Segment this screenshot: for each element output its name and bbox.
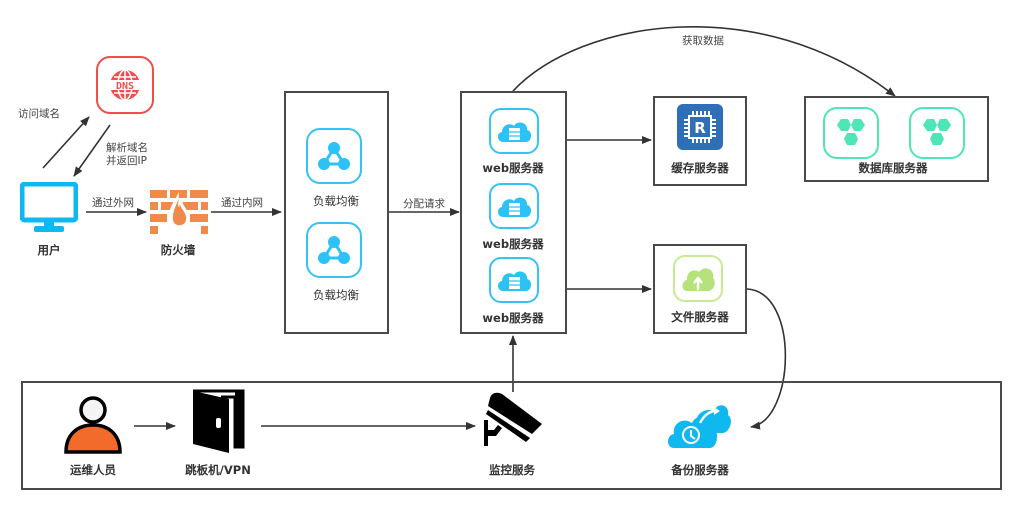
edge-label-resolve-2: 并返回IP bbox=[106, 155, 147, 167]
edge-label-resolve-1: 解析域名 bbox=[106, 142, 148, 154]
database-server-group bbox=[804, 96, 989, 182]
file-server-label: 文件服务器 bbox=[671, 310, 729, 324]
firewall-icon bbox=[150, 190, 208, 234]
cloud-server-icon bbox=[497, 271, 532, 291]
database-server-label: 数据库服务器 bbox=[858, 161, 928, 175]
monitor-icon bbox=[19, 181, 79, 232]
web-server-2-label: web服务器 bbox=[482, 237, 544, 251]
load-balancer-1-label: 负载均衡 bbox=[313, 194, 359, 208]
edge-label-visit-domain: 访问域名 bbox=[18, 108, 60, 120]
backup-server-node[interactable] bbox=[666, 393, 732, 455]
edge-label-via-internal: 通过内网 bbox=[221, 197, 263, 209]
user-label: 用户 bbox=[37, 243, 61, 257]
edge-visit-domain bbox=[42, 116, 90, 169]
file-server-group bbox=[653, 244, 747, 334]
cache-server-label: 缓存服务器 bbox=[671, 161, 729, 175]
dns-icon: DNS bbox=[109, 69, 141, 101]
cloud-backup-icon bbox=[668, 405, 731, 448]
database-server-1-node[interactable] bbox=[823, 107, 879, 159]
monitoring-node[interactable] bbox=[482, 392, 544, 454]
svg-text:R: R bbox=[694, 119, 706, 137]
web-server-1-label: web服务器 bbox=[482, 161, 544, 175]
database-server-2-node[interactable] bbox=[909, 107, 965, 159]
edge-label-dispatch: 分配请求 bbox=[403, 198, 445, 210]
firewall-node[interactable] bbox=[150, 190, 208, 238]
web-server-1-node[interactable] bbox=[489, 108, 539, 154]
jump-host-label: 跳板机/VPN bbox=[185, 463, 251, 477]
edge-file-backup bbox=[746, 288, 787, 430]
cloud-server-icon bbox=[497, 122, 532, 142]
dns-node[interactable]: DNS bbox=[96, 56, 154, 114]
web-server-3-label: web服务器 bbox=[482, 311, 544, 325]
ops-staff-label: 运维人员 bbox=[70, 463, 116, 477]
door-icon bbox=[193, 389, 245, 453]
web-server-3-node[interactable] bbox=[489, 257, 539, 303]
ops-staff-node[interactable] bbox=[62, 394, 124, 460]
edge-resolve-domain bbox=[73, 124, 111, 177]
load-balancer-group bbox=[284, 91, 389, 334]
monitoring-label: 监控服务 bbox=[489, 463, 535, 477]
cloud-upload-icon bbox=[682, 267, 715, 291]
firewall-label: 防火墙 bbox=[160, 243, 196, 257]
file-server-node[interactable] bbox=[673, 255, 723, 302]
jump-host-node[interactable] bbox=[191, 389, 245, 457]
load-balancer-1-node[interactable] bbox=[306, 128, 362, 184]
load-balancer-icon bbox=[318, 236, 350, 264]
edge-label-fetch-data: 获取数据 bbox=[682, 35, 724, 47]
cache-server-group bbox=[653, 96, 747, 186]
cctv-camera-icon bbox=[484, 392, 542, 446]
database-cluster-icon bbox=[923, 119, 951, 145]
web-server-group bbox=[460, 91, 567, 334]
svg-text:DNS: DNS bbox=[116, 81, 134, 92]
edge-label-via-external: 通过外网 bbox=[92, 197, 134, 209]
database-cluster-icon bbox=[837, 119, 865, 145]
edge-fetch-data bbox=[512, 26, 896, 97]
backup-server-label: 备份服务器 bbox=[671, 463, 729, 477]
load-balancer-2-label: 负载均衡 bbox=[313, 288, 359, 302]
ops-zone bbox=[21, 381, 1002, 490]
cloud-server-icon bbox=[497, 197, 532, 217]
load-balancer-2-node[interactable] bbox=[306, 222, 362, 278]
load-balancer-icon bbox=[318, 142, 350, 170]
user-node[interactable] bbox=[19, 181, 79, 238]
web-server-2-node[interactable] bbox=[489, 183, 539, 229]
cache-server-node[interactable]: R bbox=[677, 104, 723, 150]
redis-chip-icon: R bbox=[684, 111, 716, 143]
person-icon bbox=[64, 396, 122, 454]
